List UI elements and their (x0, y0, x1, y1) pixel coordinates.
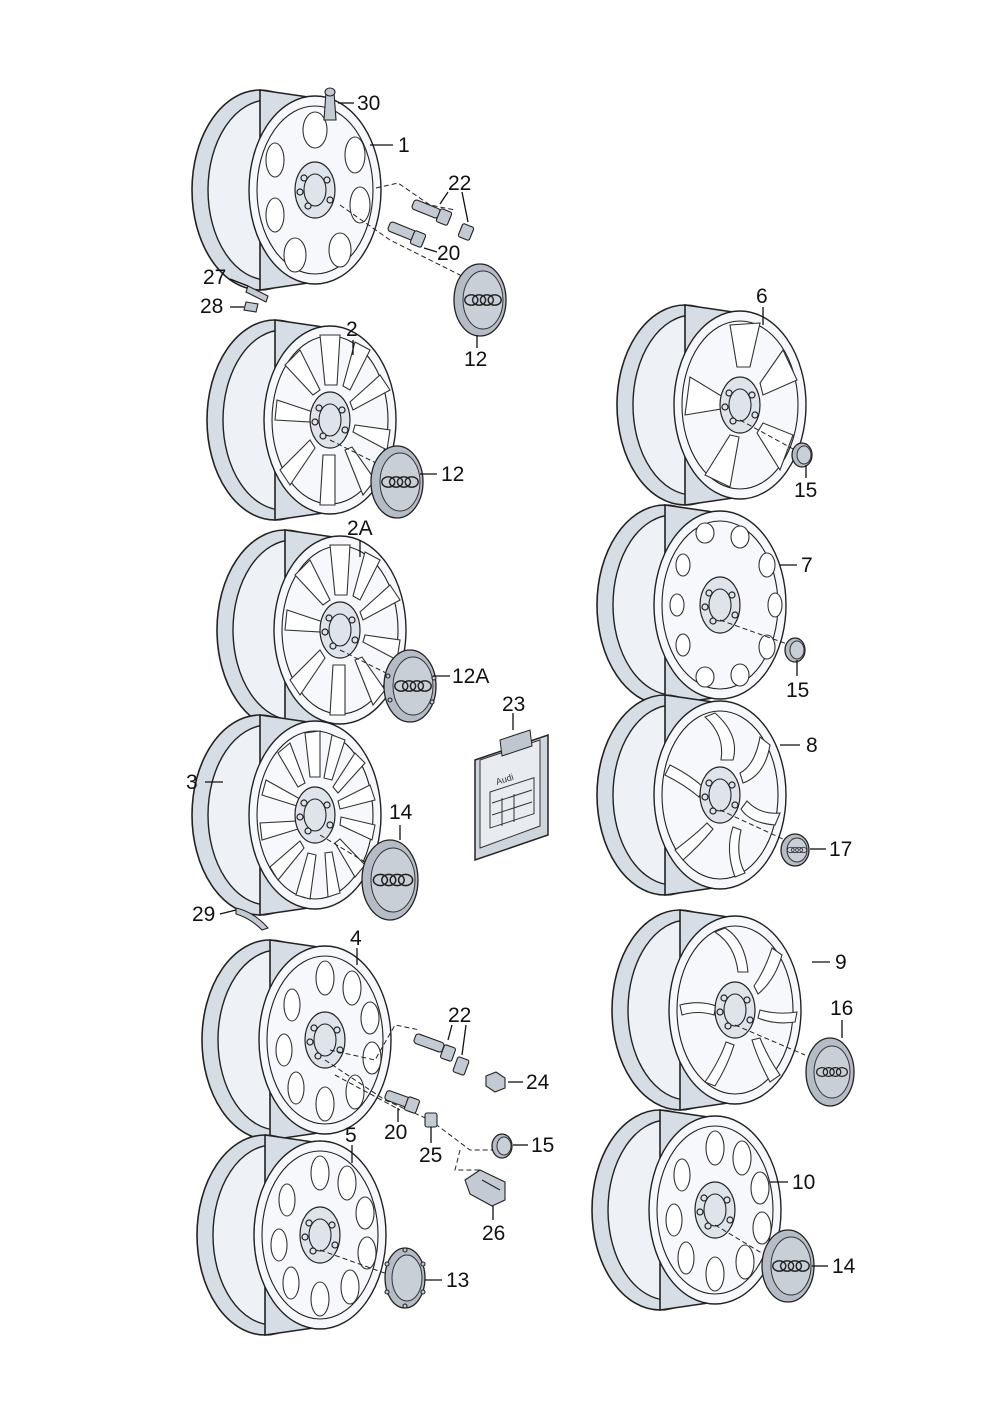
wheel-3 (191, 714, 382, 916)
wheel-2 (206, 319, 397, 521)
nut-25 (424, 1112, 438, 1128)
callout-22-bottom: 22 (448, 1004, 471, 1027)
wheel-6-spokes (684, 322, 798, 488)
wheel-9 (611, 909, 802, 1111)
wheel-5 (196, 1134, 387, 1336)
callout-20-bottom: 20 (384, 1121, 407, 1144)
cap-15-bottom (491, 1133, 513, 1159)
callout-22-top: 22 (448, 172, 471, 195)
callout-24: 24 (526, 1071, 550, 1094)
wheel-2A-spokes (284, 544, 401, 716)
wheel-8 (596, 694, 787, 896)
wheel-9-spokes (679, 927, 798, 1087)
wheel-3-spokes (259, 730, 376, 900)
valve-30 (323, 87, 354, 121)
callout-15-top: 15 (794, 479, 817, 502)
wheel-5-spokes (270, 1155, 377, 1317)
cap-15-mid (784, 637, 806, 663)
wheel-10 (591, 1109, 782, 1311)
wheel-2A (216, 529, 407, 731)
wheel-7-holes (669, 522, 783, 688)
bolt-20-bottom (384, 1090, 421, 1114)
callout-29: 29 (192, 903, 215, 926)
callout-12-top: 12 (464, 348, 487, 371)
wheel-4 (201, 939, 392, 1141)
wheel-10-spokes (665, 1130, 772, 1292)
wheel-1-spokes (265, 111, 371, 273)
callout-14-mid: 14 (389, 801, 413, 824)
callout-16: 16 (830, 997, 853, 1020)
cap-14-mid (361, 839, 419, 921)
cap-16 (805, 1037, 855, 1107)
callout-20-top: 20 (437, 242, 460, 265)
callout-15-bottom: 15 (531, 1134, 554, 1157)
cap-13 (384, 1247, 426, 1309)
wheel-1 (191, 89, 382, 291)
callout-7: 7 (801, 554, 813, 577)
callout-27: 27 (203, 266, 226, 289)
cap-15-top (791, 442, 813, 468)
wheel-8-spokes (664, 712, 781, 878)
wheel-7 (596, 504, 787, 706)
callout-10: 10 (792, 1171, 815, 1194)
weight-29 (235, 907, 269, 931)
callout-2: 2 (346, 318, 358, 341)
tool-26 (464, 1169, 506, 1207)
callout-12A: 12A (452, 665, 489, 688)
cap-14-bottom (761, 1229, 815, 1303)
wheel-2-spokes (274, 334, 391, 506)
cap-12-top (454, 264, 506, 336)
cap-17 (780, 833, 810, 867)
clip-27-28 (243, 285, 269, 313)
callout-1: 1 (398, 134, 410, 157)
cap-12-mid (371, 446, 423, 518)
callout-9: 9 (835, 951, 847, 974)
callout-12-mid: 12 (441, 463, 464, 486)
wheel-4-spokes (275, 960, 382, 1122)
nut-24 (485, 1071, 506, 1093)
callout-13: 13 (446, 1269, 469, 1292)
callout-15-mid: 15 (786, 679, 809, 702)
callout-6: 6 (756, 285, 768, 308)
callout-8: 8 (806, 734, 818, 757)
callout-23: 23 (502, 693, 525, 716)
cap-12A (384, 650, 436, 722)
callout-5: 5 (345, 1124, 357, 1147)
bolts-22-group-1 (387, 199, 475, 248)
bolt-package-23: Audi (474, 729, 549, 862)
wheel-6 (616, 304, 807, 506)
bolts-22-group-4 (413, 1033, 470, 1076)
callout-3: 3 (186, 771, 198, 794)
callout-2A: 2A (347, 517, 373, 540)
callout-28: 28 (200, 295, 223, 318)
callout-30: 30 (357, 92, 380, 115)
callout-14-bottom: 14 (832, 1255, 856, 1278)
callout-25: 25 (419, 1144, 442, 1167)
callout-26: 26 (482, 1222, 505, 1245)
callout-17: 17 (829, 838, 852, 861)
callout-4: 4 (350, 927, 362, 950)
